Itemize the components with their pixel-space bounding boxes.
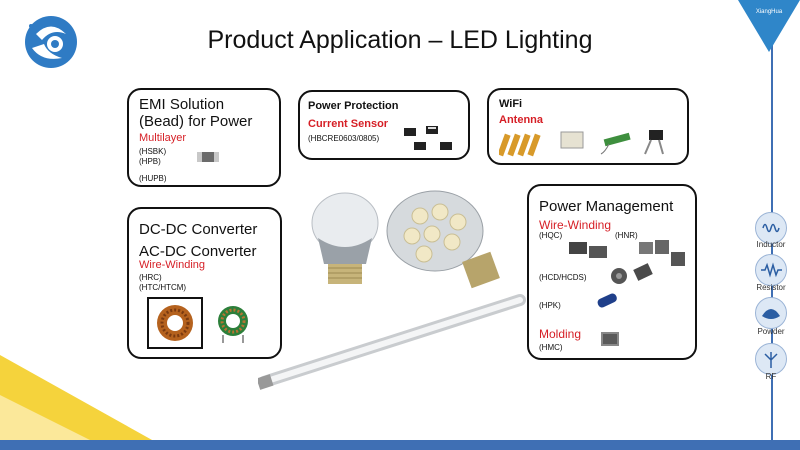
emi-item-hpb: (HPB) bbox=[139, 157, 161, 166]
antenna-label: Antenna bbox=[499, 114, 543, 126]
sidebar-item-rf-label: RF bbox=[765, 372, 777, 381]
pm-hcd-label: (HCD/HCDS) bbox=[539, 273, 587, 282]
dcdc-title: DC-DC Converter bbox=[139, 221, 258, 238]
led-tube-image bbox=[258, 294, 526, 390]
sidebar-item-inductor-label: Inductor bbox=[756, 240, 786, 249]
bottom-bar bbox=[0, 440, 800, 450]
brand-badge bbox=[738, 0, 800, 52]
dcdc-item-htc: (HTC/HTCM) bbox=[139, 283, 187, 292]
inductor-icon[interactable] bbox=[755, 212, 787, 244]
toroid-coil-image bbox=[157, 305, 193, 341]
rf-icon[interactable] bbox=[755, 343, 787, 375]
sidebar-item-resistor-label: Resistor bbox=[756, 283, 786, 292]
emi-item-hsbk: (HSBK) bbox=[139, 147, 167, 156]
dcdc-subtitle: Wire-Winding bbox=[139, 259, 206, 271]
current-sensor-label: Current Sensor bbox=[308, 118, 389, 130]
power-protection-title: Power Protection bbox=[308, 100, 399, 112]
emi-title-line2: (Bead) for Power bbox=[139, 113, 253, 130]
company-logo bbox=[25, 16, 77, 68]
emi-title-line1: EMI Solution bbox=[139, 96, 225, 113]
emi-subtitle: Multilayer bbox=[139, 132, 187, 144]
power-protection-box: Power Protection Current Sensor (HBCRE06… bbox=[298, 90, 470, 160]
dcdc-item-hrc: (HRC) bbox=[139, 273, 162, 282]
corner-decoration bbox=[0, 355, 170, 450]
bead-chip-image bbox=[197, 152, 219, 162]
pm-hmc-label: (HMC) bbox=[539, 343, 563, 352]
acdc-title: AC-DC Converter bbox=[139, 243, 257, 260]
sidebar-item-powder-label: Powder bbox=[757, 327, 785, 336]
toroid-frame bbox=[147, 297, 203, 349]
pm-hqc-label: (HQC) bbox=[539, 231, 563, 240]
current-sensor-image bbox=[404, 126, 452, 150]
power-management-title: Power Management bbox=[539, 198, 674, 215]
antenna-images bbox=[499, 130, 664, 157]
powder-icon[interactable] bbox=[755, 297, 787, 329]
hbcre-label: (HBCRE0603/0805) bbox=[308, 134, 380, 143]
dcdc-converter-box: DC-DC Converter AC-DC Converter Wire-Win… bbox=[127, 207, 282, 359]
resistor-icon[interactable] bbox=[755, 254, 787, 286]
led-spot-lamp-image bbox=[386, 190, 500, 289]
slide-title: Product Application – LED Lighting bbox=[207, 26, 593, 54]
pm-hnr-label: (HNR) bbox=[615, 231, 638, 240]
power-management-box: Power Management Wire-Winding (HQC) (HNR… bbox=[527, 184, 697, 360]
common-mode-choke-image bbox=[218, 306, 248, 343]
emi-solution-box: EMI Solution (Bead) for Power Multilayer… bbox=[127, 88, 281, 187]
wifi-title: WiFi bbox=[499, 98, 523, 110]
pm-wire-winding-label: Wire-Winding bbox=[539, 218, 612, 232]
power-inductor-images bbox=[569, 240, 685, 346]
wifi-box: WiFi Antenna bbox=[487, 88, 689, 165]
brand-badge-label: XiangHua bbox=[755, 9, 783, 15]
pm-hpk-label: (HPK) bbox=[539, 301, 561, 310]
pm-molding-label: Molding bbox=[539, 327, 582, 341]
led-bulb-image bbox=[311, 192, 379, 284]
emi-item-hupb: (HUPB) bbox=[139, 174, 167, 183]
